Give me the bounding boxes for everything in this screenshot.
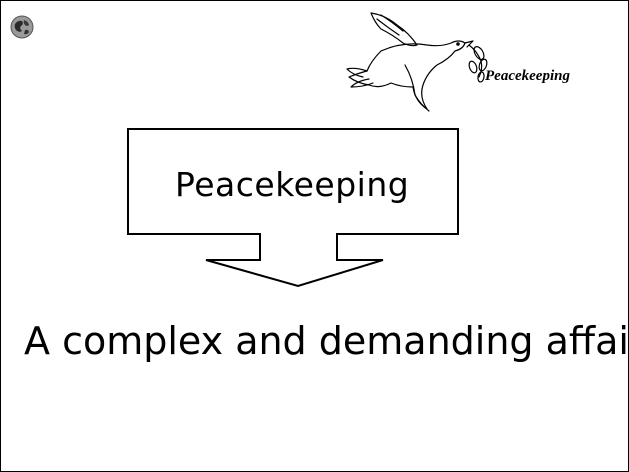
box-title: Peacekeeping (175, 165, 410, 204)
brand-title: Peacekeeping (485, 68, 570, 84)
headline: A complex and demanding affair (24, 319, 629, 363)
dove-icon (346, 12, 488, 112)
down-arrow-callout-shape (127, 128, 459, 288)
globe-logo-icon (10, 15, 34, 39)
